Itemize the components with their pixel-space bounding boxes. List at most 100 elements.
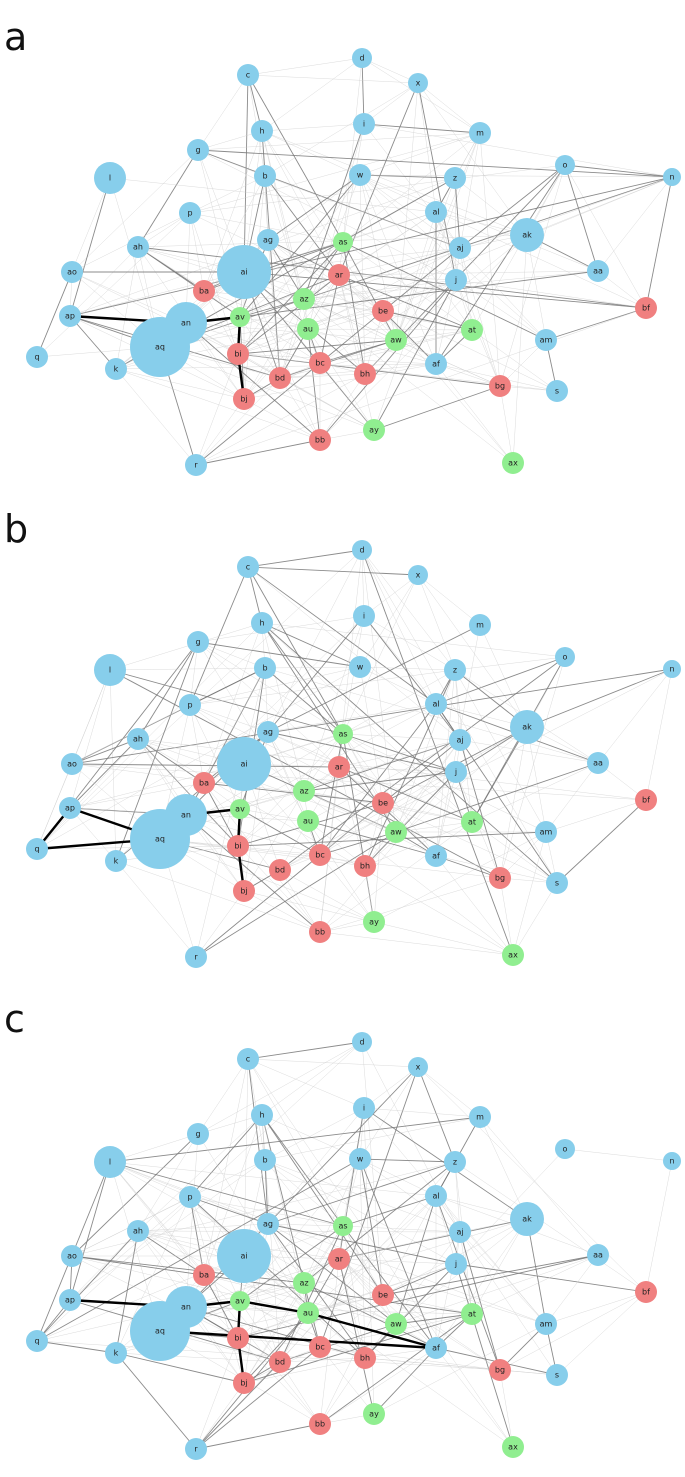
edge <box>359 666 437 705</box>
node-label: p <box>187 209 192 218</box>
node-circle <box>269 1351 291 1373</box>
edge <box>159 838 366 867</box>
node-circle <box>297 1302 319 1324</box>
node-circle <box>546 872 568 894</box>
node-label: an <box>181 811 191 820</box>
edge <box>279 1361 321 1425</box>
edge <box>197 615 365 643</box>
node-label: z <box>453 666 457 675</box>
edge <box>71 1255 305 1284</box>
edge <box>189 1114 263 1198</box>
edge <box>189 704 269 733</box>
node-circle <box>510 1202 544 1236</box>
edge <box>303 1282 397 1325</box>
node-label: o <box>563 1145 568 1154</box>
node-circle <box>363 419 385 441</box>
edge <box>359 174 473 331</box>
edge <box>189 175 266 214</box>
edge <box>479 132 501 387</box>
edge <box>267 1223 397 1325</box>
node-label: j <box>454 276 457 285</box>
node-label: ao <box>67 760 77 769</box>
edge <box>239 808 321 856</box>
node-bi: bi <box>227 343 249 365</box>
edge <box>264 1107 365 1161</box>
node-label: ar <box>335 1255 344 1264</box>
edge <box>319 1294 384 1348</box>
node-al: al <box>425 693 447 715</box>
node-circle <box>385 1313 407 1335</box>
node-circle <box>127 728 149 750</box>
node-circle <box>425 1185 447 1207</box>
edge <box>185 322 397 341</box>
edge <box>264 175 305 300</box>
edge <box>435 1195 547 1325</box>
node-circle <box>354 855 376 877</box>
node-circle <box>449 729 471 751</box>
edge <box>361 57 419 84</box>
edge <box>203 290 239 355</box>
node-label: b <box>262 1156 267 1165</box>
node-circle <box>293 288 315 310</box>
node-circle <box>297 810 319 832</box>
node-label: n <box>669 173 674 182</box>
node-al: al <box>425 1185 447 1207</box>
edge <box>359 132 481 176</box>
node-am: am <box>535 1313 557 1335</box>
node-w: w <box>349 656 371 678</box>
edge <box>261 57 363 132</box>
node-k: k <box>105 358 127 380</box>
node-ah: ah <box>127 728 149 750</box>
edge <box>137 1114 263 1232</box>
edge <box>319 1347 437 1425</box>
node-circle <box>635 789 657 811</box>
edge <box>69 177 111 317</box>
node-label: bc <box>315 359 324 368</box>
node-circle <box>555 155 575 175</box>
edge <box>243 1357 366 1384</box>
edge <box>195 398 245 466</box>
edge <box>36 763 73 850</box>
node-i: i <box>353 605 375 627</box>
edge <box>307 820 375 923</box>
node-q: q <box>26 838 48 860</box>
node-circle <box>502 944 524 966</box>
edge <box>545 307 647 341</box>
node-label: g <box>195 638 200 647</box>
edge <box>137 246 321 364</box>
edge <box>471 726 528 823</box>
node-at: at <box>461 319 483 341</box>
node-b: b <box>254 657 276 679</box>
edge <box>342 733 457 773</box>
node-r: r <box>185 946 207 968</box>
edge <box>395 211 437 341</box>
edge <box>338 1258 366 1359</box>
edge <box>185 1306 366 1359</box>
node-ah: ah <box>127 1220 149 1242</box>
edge <box>499 877 514 956</box>
edge <box>279 1357 366 1363</box>
node-label: au <box>303 817 313 826</box>
node-au: au <box>297 1302 319 1324</box>
node-circle <box>179 694 201 716</box>
node-circle <box>59 305 81 327</box>
edge <box>359 1066 419 1160</box>
edge <box>307 1294 384 1314</box>
node-label: x <box>416 79 421 88</box>
edge <box>319 373 366 441</box>
node-be: be <box>372 792 394 814</box>
node-am: am <box>535 821 557 843</box>
node-circle <box>227 1327 249 1349</box>
node-label: b <box>262 664 267 673</box>
edge <box>319 362 375 431</box>
node-label: bb <box>315 1420 325 1429</box>
node-x: x <box>408 565 428 585</box>
node-circle <box>257 229 279 251</box>
node-circle <box>469 1106 491 1128</box>
edge <box>342 733 461 741</box>
edge <box>261 622 397 833</box>
edge <box>239 790 305 810</box>
edge <box>319 821 473 933</box>
edge <box>237 1312 309 1339</box>
